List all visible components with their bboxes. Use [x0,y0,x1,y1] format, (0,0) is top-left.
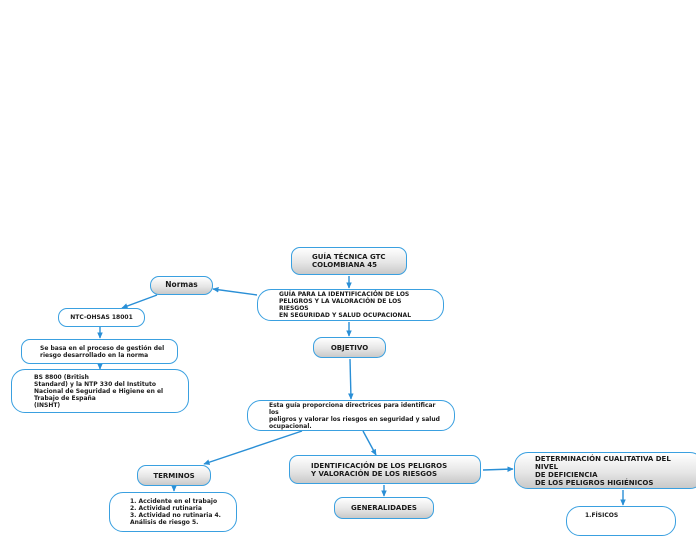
node-ntc-ohsas[interactable]: NTC-OHSAS 18001 [58,308,145,327]
node-fisicos[interactable]: 1.FÍSICOS [566,506,676,536]
node-bs8800[interactable]: BS 8800 (British Standard) y la NTP 330 … [11,369,189,413]
node-normas[interactable]: Normas [150,276,213,295]
node-guia-tecnica[interactable]: GUÍA TÉCNICA GTC COLOMBIANA 45 [291,247,407,275]
node-determinacion[interactable]: DETERMINACIÓN CUALITATIVA DEL NIVEL DE D… [514,452,696,489]
node-lista-terminos[interactable]: 1. Accidente en el trabajo 2. Actividad … [109,492,237,532]
node-guia-identificacion[interactable]: GUÍA PARA LA IDENTIFICACIÓN DE LOS PELIG… [257,289,444,321]
edge-identificacion-to-determinacion [482,466,514,472]
node-generalidades[interactable]: GENERALIDADES [334,497,434,519]
node-esta-guia[interactable]: Esta guía proporciona directrices para i… [247,400,455,431]
edge-estaguia-to-terminos [203,430,303,465]
edge-estaguia-to-identificacion [362,430,377,456]
edge-objetivo-to-estaguia [348,358,354,400]
node-objetivo[interactable]: OBJETIVO [313,337,386,358]
node-se-basa[interactable]: Se basa en el proceso de gestión del rie… [21,339,178,364]
node-terminos[interactable]: TERMINOS [137,465,211,486]
edge-identificacion-to-normas [212,286,258,296]
node-identificacion[interactable]: IDENTIFICACIÓN DE LOS PELIGROS Y VALORAC… [289,455,481,484]
edge-normas-to-ntc [121,294,158,309]
